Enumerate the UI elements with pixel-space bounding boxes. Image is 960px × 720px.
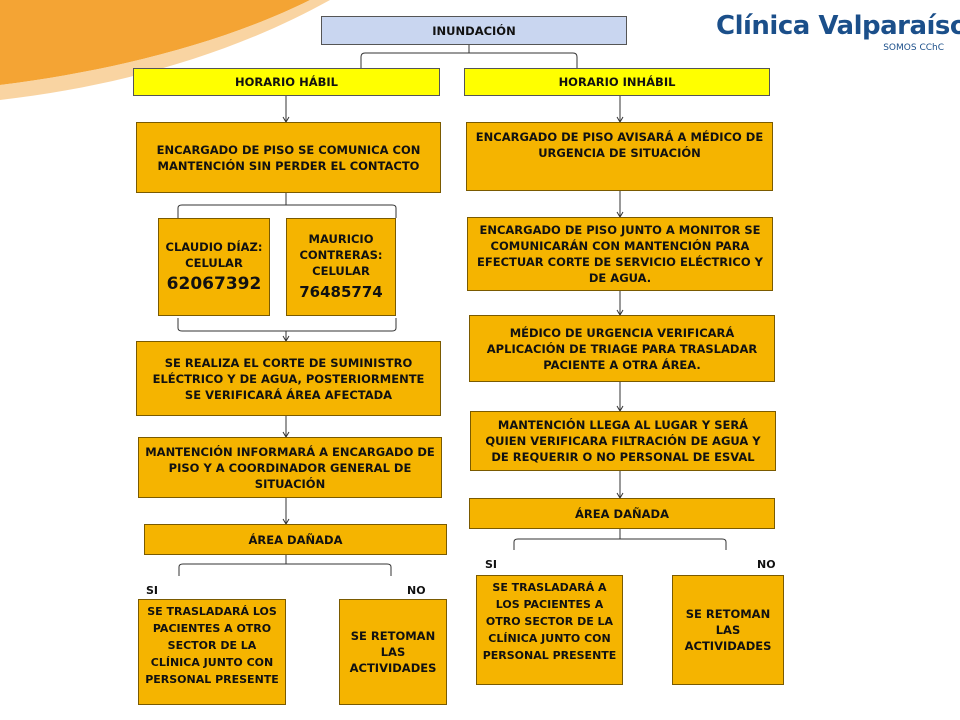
right-header-label: HORARIO INHÁBIL <box>558 75 676 89</box>
clinic-logo: Clínica Valparaíso SOMOS CChC <box>716 10 960 54</box>
left-area-label: ÁREA DAÑADA <box>248 532 343 547</box>
left-step-2: SE REALIZA EL CORTE DE SUMINISTRO ELÉCTR… <box>136 341 441 416</box>
left-no-action: SE RETOMAN LAS ACTIVIDADES <box>339 599 447 705</box>
contact-card-1: CLAUDIO DÍAZ: CELULAR 62067392 <box>158 218 270 316</box>
right-yes-action: SE TRASLADARÁ A LOS PACIENTES A OTRO SEC… <box>476 575 623 685</box>
right-step-2: ENCARGADO DE PISO JUNTO A MONITOR SE COM… <box>467 217 773 291</box>
right-step-2-text: ENCARGADO DE PISO JUNTO A MONITOR SE COM… <box>477 223 763 285</box>
right-area-label: ÁREA DAÑADA <box>575 506 669 521</box>
contact-1-name: CLAUDIO DÍAZ: <box>165 240 263 254</box>
logo-subtitle: SOMOS CChC <box>883 43 944 53</box>
right-header: HORARIO INHÁBIL <box>464 68 770 96</box>
right-step-1: ENCARGADO DE PISO AVISARÁ A MÉDICO DE UR… <box>466 122 773 191</box>
contact-2-label: CELULAR <box>312 264 370 278</box>
left-step-1-text: ENCARGADO DE PISO SE COMUNICA CON MANTEN… <box>156 142 421 173</box>
left-step-1: ENCARGADO DE PISO SE COMUNICA CON MANTEN… <box>136 122 441 193</box>
right-step-3: MÉDICO DE URGENCIA VERIFICARÁ APLICACIÓN… <box>469 315 775 382</box>
left-yes-label: SI <box>146 584 159 597</box>
right-yes-label: SI <box>485 558 498 571</box>
right-step-3-text: MÉDICO DE URGENCIA VERIFICARÁ APLICACIÓN… <box>486 325 758 372</box>
right-yes-action-text: SE TRASLADARÁ A LOS PACIENTES A OTRO SEC… <box>482 581 617 662</box>
contact-1-label: CELULAR <box>185 256 243 270</box>
right-step-1-text: ENCARGADO DE PISO AVISARÁ A MÉDICO DE UR… <box>475 130 764 160</box>
right-area-damaged: ÁREA DAÑADA <box>469 498 775 529</box>
left-step-3-text: MANTENCIÓN INFORMARÁ A ENCARGADO DE PISO… <box>145 444 435 491</box>
left-area-damaged: ÁREA DAÑADA <box>144 524 447 555</box>
left-yes-action-text: SE TRASLADARÁ LOS PACIENTES A OTRO SECTO… <box>145 605 279 686</box>
contact-2-phone: 76485774 <box>299 283 383 301</box>
left-header: HORARIO HÁBIL <box>133 68 440 96</box>
right-no-label: NO <box>757 558 776 571</box>
right-step-4-text: MANTENCIÓN LLEGA AL LUGAR Y SERÁ QUIEN V… <box>485 418 761 464</box>
contact-1-phone: 62067392 <box>166 274 262 294</box>
contact-2-name: MAURICIO CONTRERAS: <box>299 232 383 262</box>
right-no-action: SE RETOMAN LAS ACTIVIDADES <box>672 575 784 685</box>
root-label: INUNDACIÓN <box>432 23 516 38</box>
logo-name: Clínica Valparaíso <box>716 11 960 41</box>
left-step-3: MANTENCIÓN INFORMARÁ A ENCARGADO DE PISO… <box>138 437 442 498</box>
left-yes-action: SE TRASLADARÁ LOS PACIENTES A OTRO SECTO… <box>138 599 286 705</box>
left-no-label: NO <box>407 584 426 597</box>
contact-card-2: MAURICIO CONTRERAS: CELULAR 76485774 <box>286 218 396 316</box>
root-node: INUNDACIÓN <box>321 16 627 45</box>
corner-swoosh <box>0 0 330 100</box>
left-header-label: HORARIO HÁBIL <box>235 75 338 89</box>
left-step-2-text: SE REALIZA EL CORTE DE SUMINISTRO ELÉCTR… <box>152 355 425 402</box>
right-no-action-text: SE RETOMAN LAS ACTIVIDADES <box>684 607 772 653</box>
right-step-4: MANTENCIÓN LLEGA AL LUGAR Y SERÁ QUIEN V… <box>470 411 776 471</box>
left-no-action-text: SE RETOMAN LAS ACTIVIDADES <box>349 629 437 675</box>
